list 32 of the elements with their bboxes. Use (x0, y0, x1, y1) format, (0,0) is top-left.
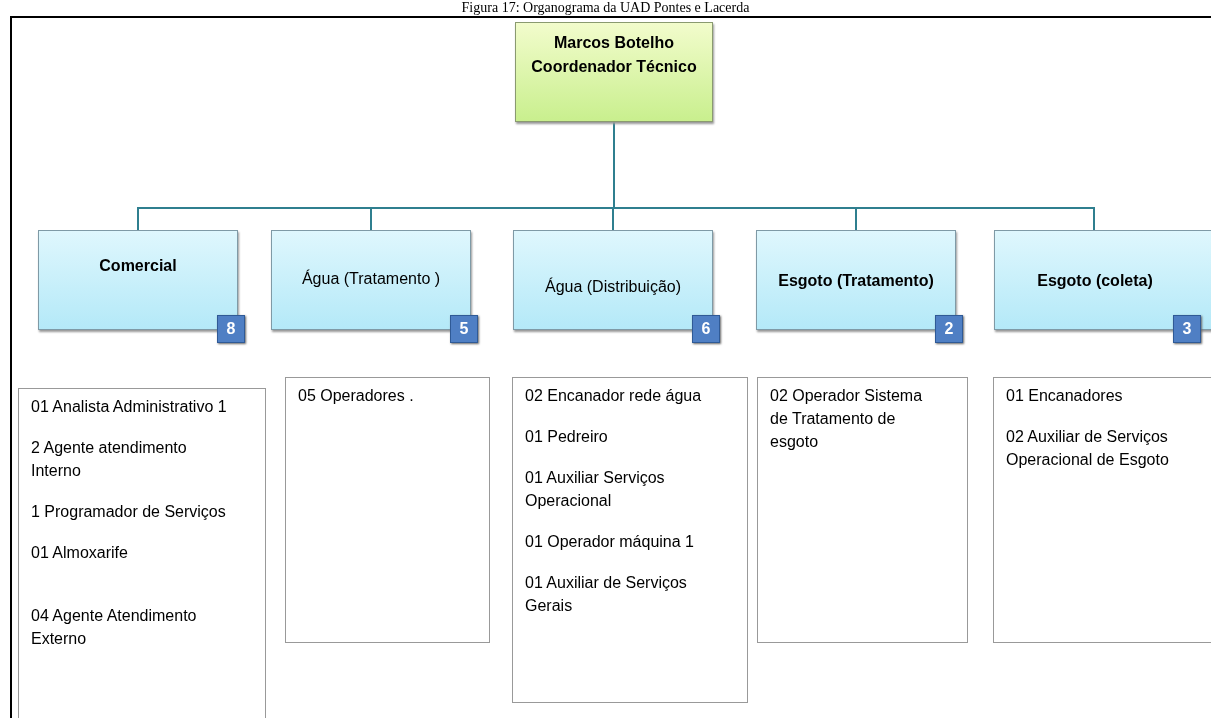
staff-entry: 01 Almoxarife (31, 543, 129, 563)
staff-list-box (757, 377, 968, 643)
manager-title: Marcos Botelho Coordenador Técnico (530, 33, 698, 77)
staff-list-box (512, 377, 748, 703)
count-badge: 8 (217, 315, 245, 343)
staff-list-box (18, 388, 266, 718)
count-badge: 6 (692, 315, 720, 343)
staff-list-box (285, 377, 490, 643)
staff-entry: 01 Auxiliar Serviços Operacional (525, 468, 666, 511)
staff-entry: 01 Analista Administrativo 1 (31, 397, 228, 417)
count-badge: 3 (1173, 315, 1201, 343)
department-name: Esgoto (coleta) (1036, 271, 1154, 291)
staff-entry: 04 Agente Atendimento Externo (31, 606, 198, 649)
staff-entry: 01 Encanadores (1006, 386, 1124, 406)
department-name: Comercial (98, 256, 178, 276)
staff-entry: 02 Auxiliar de Serviços Operacional de Esgoto (1006, 427, 1170, 470)
staff-entry: 01 Pedreiro (525, 427, 609, 447)
department-name: Água (Distribuição) (543, 277, 683, 297)
staff-list-box (993, 377, 1211, 643)
staff-entry: 02 Operador Sistema de Tratamento de esgoto (770, 386, 924, 452)
count-badge: 2 (935, 315, 963, 343)
staff-entry: 05 Operadores . (298, 386, 415, 406)
manager-box (515, 22, 713, 122)
staff-entry: 1 Programador de Serviços (31, 502, 227, 522)
count-badge: 5 (450, 315, 478, 343)
figure-title: Figura 17: Organograma da UAD Pontes e Lacerda (460, 0, 751, 15)
staff-entry: 01 Auxiliar de Serviços Gerais (525, 573, 688, 616)
staff-entry: 2 Agente atendimento Interno (31, 438, 188, 481)
department-name: Esgoto (Tratamento) (777, 271, 935, 291)
staff-entry: 02 Encanador rede água (525, 386, 703, 406)
department-name: Água (Tratamento ) (300, 269, 442, 289)
staff-entry: 01 Operador máquina 1 (525, 532, 695, 552)
